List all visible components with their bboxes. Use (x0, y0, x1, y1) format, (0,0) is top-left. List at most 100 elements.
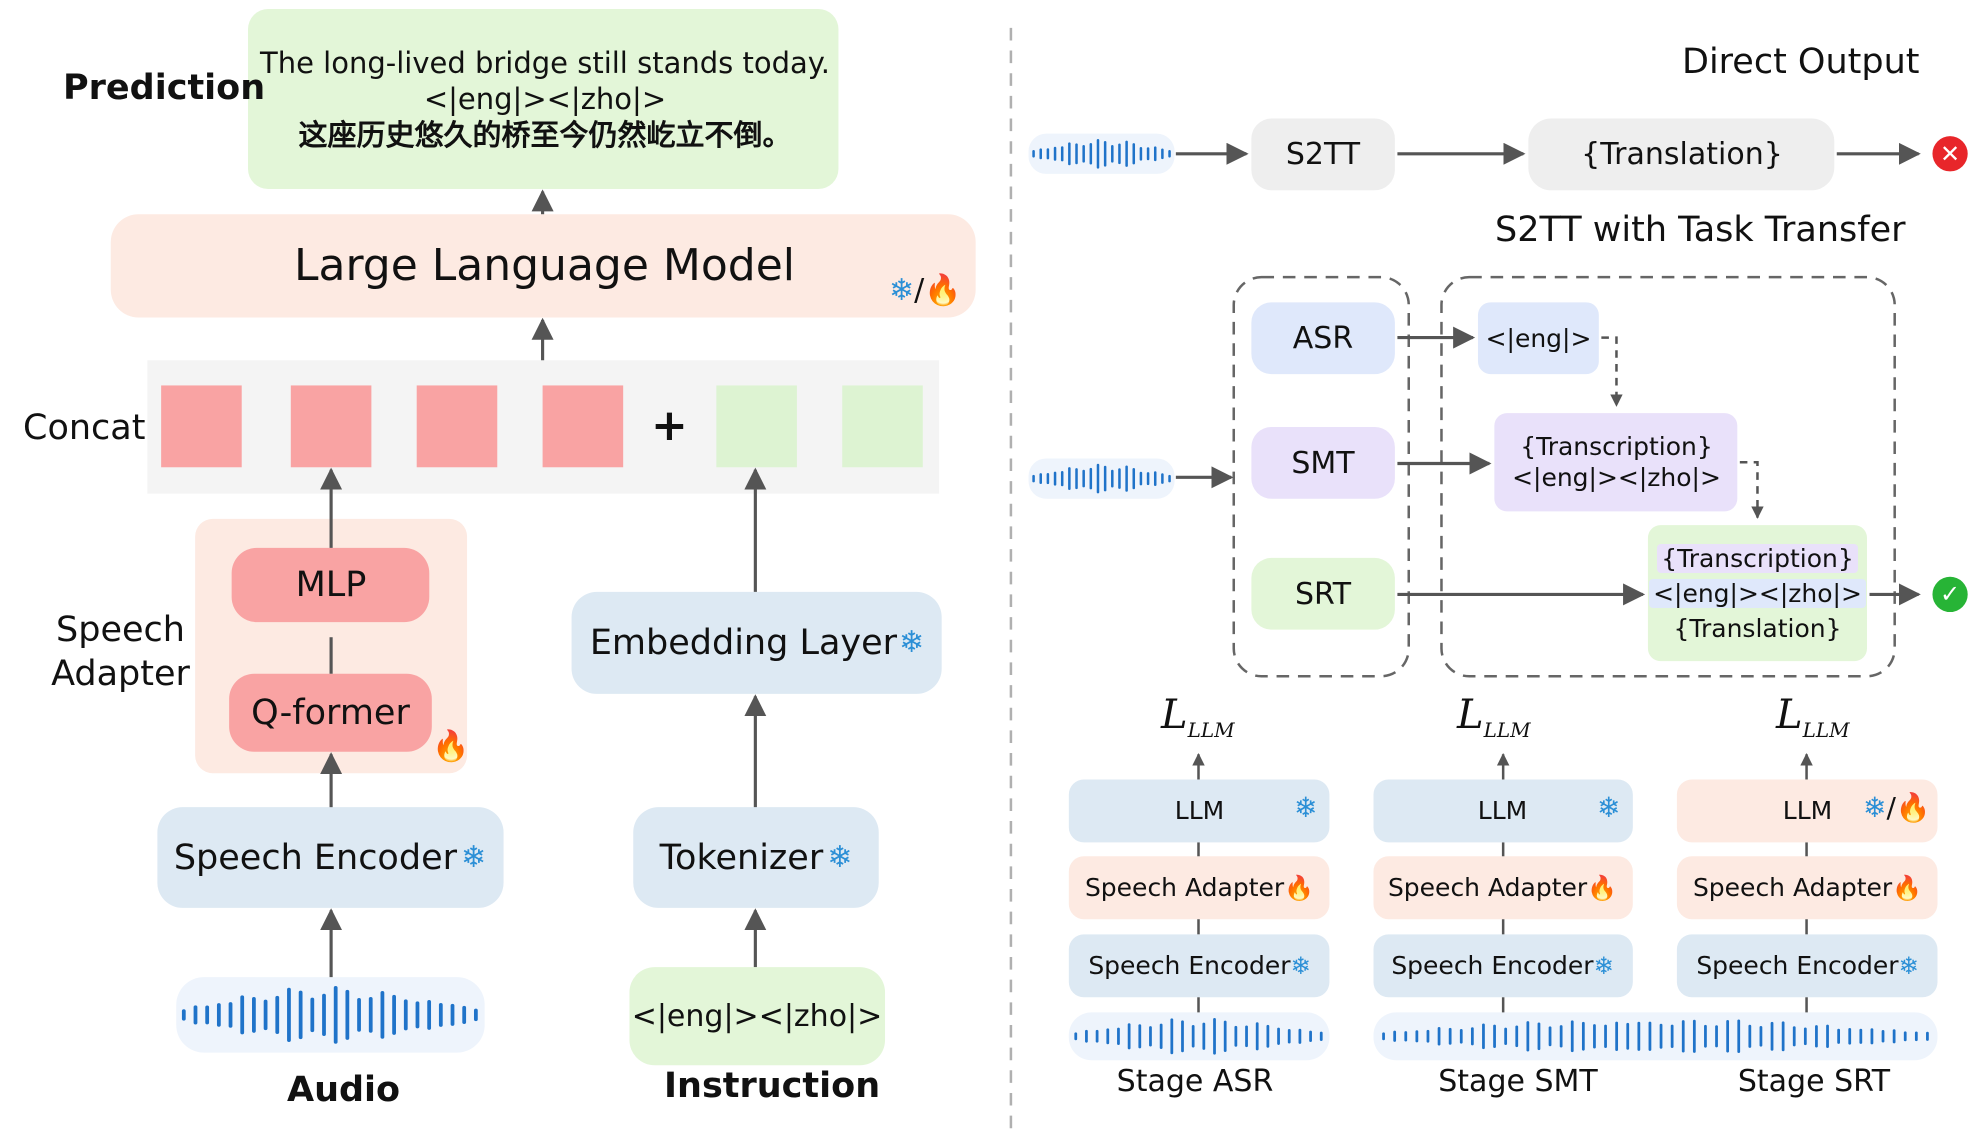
loss-subscript: LLM (1483, 718, 1531, 742)
embedding-layer-box (571, 591, 942, 694)
task-transfer-title: S2TT with Task Transfer (1495, 210, 1906, 250)
waveform-audio (181, 986, 478, 1044)
smt-output-line-1: {Transcription} (1520, 431, 1713, 461)
waveform-stage-smt-srt (1382, 1019, 1929, 1054)
icon-separator: / (914, 273, 925, 308)
stage-smt-srt-audio (1373, 1012, 1938, 1061)
stage-asr-adapter-label: Speech Adapter🔥 (1069, 856, 1330, 919)
loss-label-stage-asr: LLLM (1161, 692, 1235, 742)
direct-output-title: Direct Output (1682, 42, 1920, 82)
asr-output-box (1477, 302, 1599, 375)
speech-adapter-label-line-2: Adapter (51, 654, 190, 694)
instruction-label: Instruction (664, 1066, 881, 1106)
fire-icon: 🔥 (1587, 873, 1618, 902)
smt-box (1251, 426, 1395, 499)
llm-box (110, 214, 976, 318)
qformer-fire-icon-wrap: 🔥 (432, 729, 469, 764)
stage-srt-encoder-label: Speech Encoder❄ (1677, 934, 1938, 997)
speech-token-1 (161, 385, 242, 468)
stage-asr-adapter-text: Speech Adapter (1084, 873, 1285, 902)
smt-label: SMT (1291, 445, 1355, 481)
speech-token-4 (542, 385, 624, 468)
cross-circle (1932, 136, 1968, 172)
srt-output-tags: <|eng|><|zho|> (1649, 578, 1866, 608)
arrow-smt-out-to-srt-out (1739, 460, 1764, 519)
loss-symbol: L (1161, 692, 1188, 738)
direct-translation-label: {Translation} (1581, 136, 1783, 172)
stage-smt-llm-snow-wrap: ❄ (1597, 791, 1620, 824)
qformer-label: Q-former (251, 693, 410, 733)
loss-symbol: L (1776, 692, 1803, 738)
speech-adapter-label-line-1: Speech (56, 610, 185, 651)
loss-label-stage-srt: LLLM (1776, 692, 1850, 742)
stage-asr-adapter (1068, 856, 1330, 920)
speech-token-3 (416, 385, 498, 468)
prediction-line-tags: <|eng|><|zho|> (423, 81, 667, 116)
waveform-transfer (1032, 463, 1171, 494)
speech-adapter-label: Speech Adapter (43, 603, 198, 703)
stage-srt-adapter-label: Speech Adapter🔥 (1677, 856, 1938, 919)
concat-label: Concat (23, 408, 146, 448)
snowflake-icon: ❄ (827, 839, 853, 875)
embedding-layer-text: Embedding Layer (589, 623, 898, 663)
tokenizer-label: Tokenizer❄ (633, 807, 879, 908)
stage-smt-adapter (1373, 856, 1633, 920)
stage-srt-label: Stage SRT (1737, 1063, 1891, 1099)
llm-label: Large Language Model (293, 240, 795, 291)
stage-srt-llm-label: LLM (1782, 796, 1833, 825)
srt-output-transcription: {Transcription} (1657, 543, 1858, 573)
snowflake-icon: ❄ (1294, 791, 1318, 824)
snowflake-icon: ❄ (1593, 951, 1614, 980)
srt-box (1251, 557, 1395, 630)
output-group (1440, 275, 1896, 678)
loss-symbol: L (1457, 692, 1484, 738)
task-group (1232, 275, 1410, 678)
loss-subscript: LLM (1187, 718, 1235, 742)
stage-asr-llm-snow-wrap: ❄ (1294, 791, 1317, 824)
smt-output-text: {Transcription} <|eng|><|zho|> (1495, 413, 1738, 511)
stage-srt-llm (1676, 779, 1938, 843)
stage-srt-encoder-text: Speech Encoder (1696, 951, 1899, 980)
asr-box (1251, 302, 1395, 375)
stage-smt-encoder-text: Speech Encoder (1391, 951, 1594, 980)
mlp-label: MLP (295, 565, 367, 605)
prediction-line-english: The long-lived bridge still stands today… (260, 45, 830, 80)
prediction-box (248, 9, 839, 190)
snowflake-icon: ❄ (1597, 791, 1621, 824)
qformer-box (229, 673, 432, 752)
stage-smt-encoder (1373, 934, 1633, 998)
audio-box (176, 977, 485, 1053)
transfer-audio-box (1028, 458, 1175, 499)
snowflake-icon: ❄ (889, 273, 915, 308)
snowflake-icon: ❄ (1898, 951, 1919, 980)
stage-smt-label: Stage SMT (1438, 1063, 1598, 1099)
icon-separator: / (1886, 791, 1896, 824)
audio-label: Audio (287, 1070, 401, 1110)
stage-smt-llm (1373, 779, 1633, 843)
check-icon: ✓ (1939, 580, 1961, 608)
stage-asr-label: Stage ASR (1116, 1063, 1274, 1099)
direct-translation-box (1528, 118, 1835, 191)
loss-subscript: LLM (1802, 718, 1850, 742)
snowflake-icon: ❄ (461, 839, 487, 875)
stage-asr-audio (1068, 1012, 1330, 1061)
stage-smt-llm-label: LLM (1477, 796, 1528, 825)
llm-freeze-train-icons: ❄/🔥 (889, 273, 962, 308)
stage-smt-encoder-label: Speech Encoder❄ (1373, 934, 1632, 997)
waveform-stage-asr (1074, 1017, 1323, 1055)
srt-label: SRT (1294, 576, 1352, 612)
embedding-layer-label: Embedding Layer❄ (572, 592, 942, 694)
s2tt-box (1251, 118, 1395, 191)
asr-label: ASR (1292, 320, 1354, 356)
stage-asr-encoder-text: Speech Encoder (1088, 951, 1291, 980)
tokenizer-box (633, 807, 879, 908)
fire-icon: 🔥 (432, 729, 470, 764)
stage-asr-llm-label: LLM (1174, 796, 1225, 825)
asr-output-text: <|eng|> (1485, 323, 1592, 353)
speech-token-2 (290, 385, 372, 468)
speech-encoder-text: Speech Encoder (173, 837, 457, 878)
prediction-label: Prediction (63, 68, 266, 108)
prediction-line-chinese: 这座历史悠久的桥至今仍然屹立不倒。 (298, 118, 792, 153)
stage-smt-adapter-label: Speech Adapter🔥 (1373, 856, 1632, 919)
